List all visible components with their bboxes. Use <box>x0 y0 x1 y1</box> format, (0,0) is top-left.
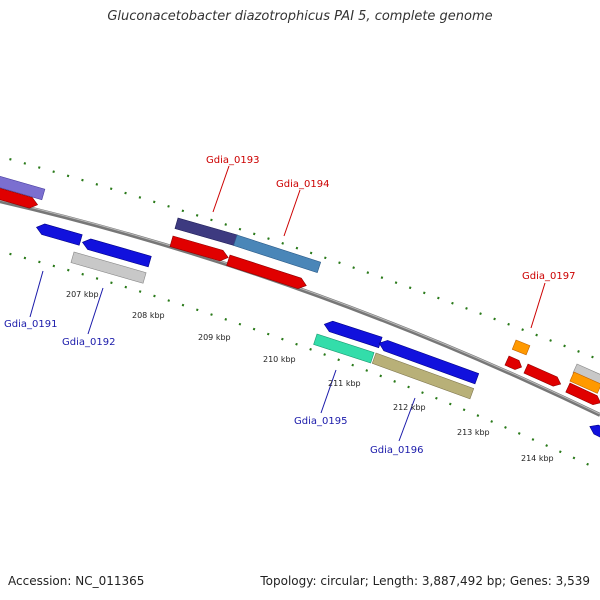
leader-line <box>87 287 104 335</box>
leader-line <box>320 369 337 414</box>
gene-label-bottom[interactable]: Gdia_0196 <box>370 445 423 456</box>
genome-backbone <box>0 199 600 417</box>
gene-label-bottom[interactable]: Gdia_0192 <box>62 337 115 348</box>
axis-tick-label: 209 kbp <box>198 333 231 342</box>
gene-arrow[interactable] <box>226 254 308 291</box>
axis-tick-label: 207 kbp <box>66 290 99 299</box>
gene-arrow[interactable] <box>35 222 83 246</box>
gene-arrow[interactable] <box>0 185 39 210</box>
leader-line <box>212 165 230 213</box>
gene-label-top[interactable]: Gdia_0193 <box>206 155 259 166</box>
gene-arrow[interactable] <box>81 237 152 268</box>
gene-arrow[interactable] <box>70 251 147 284</box>
leader-line <box>29 270 44 318</box>
genome-backbone-highlight <box>0 199 600 415</box>
gene-arrow[interactable] <box>233 234 322 274</box>
gene-label-top[interactable]: Gdia_0194 <box>276 179 329 190</box>
gene-label-top[interactable]: Gdia_0197 <box>522 271 575 282</box>
gene-arrow[interactable] <box>504 355 524 372</box>
gene-arrow[interactable] <box>523 363 563 389</box>
leader-line <box>398 397 416 442</box>
gene-arrow[interactable] <box>569 371 600 394</box>
axis-tick-label: 212 kbp <box>393 403 426 412</box>
gene-arrow[interactable] <box>169 235 230 263</box>
map-title: Gluconacetobacter diazotrophicus PAI 5, … <box>107 9 493 24</box>
gene-arrow[interactable] <box>511 339 531 356</box>
gene-label-bottom[interactable]: Gdia_0195 <box>294 416 347 427</box>
gene-arrow[interactable] <box>377 338 480 385</box>
axis-tick-label: 211 kbp <box>328 379 361 388</box>
axis-tick-label: 210 kbp <box>263 355 296 364</box>
topology-text: Topology: circular; Length: 3,887,492 bp… <box>260 574 590 588</box>
leader-line <box>530 282 546 329</box>
leader-line <box>283 189 301 237</box>
gene-arrow[interactable] <box>371 352 475 400</box>
accession-text: Accession: NC_011365 <box>8 574 145 588</box>
axis-tick-label: 214 kbp <box>521 454 554 463</box>
axis-tick-label: 208 kbp <box>132 311 165 320</box>
gene-arrow[interactable] <box>313 333 375 364</box>
gene-label-bottom[interactable]: Gdia_0191 <box>4 319 57 330</box>
axis-tick-label: 213 kbp <box>457 428 490 437</box>
gene-arrow[interactable] <box>565 382 600 407</box>
gene-arrow[interactable] <box>323 319 383 349</box>
gene-arrow[interactable] <box>588 422 600 441</box>
gene-arrow[interactable] <box>0 173 46 201</box>
